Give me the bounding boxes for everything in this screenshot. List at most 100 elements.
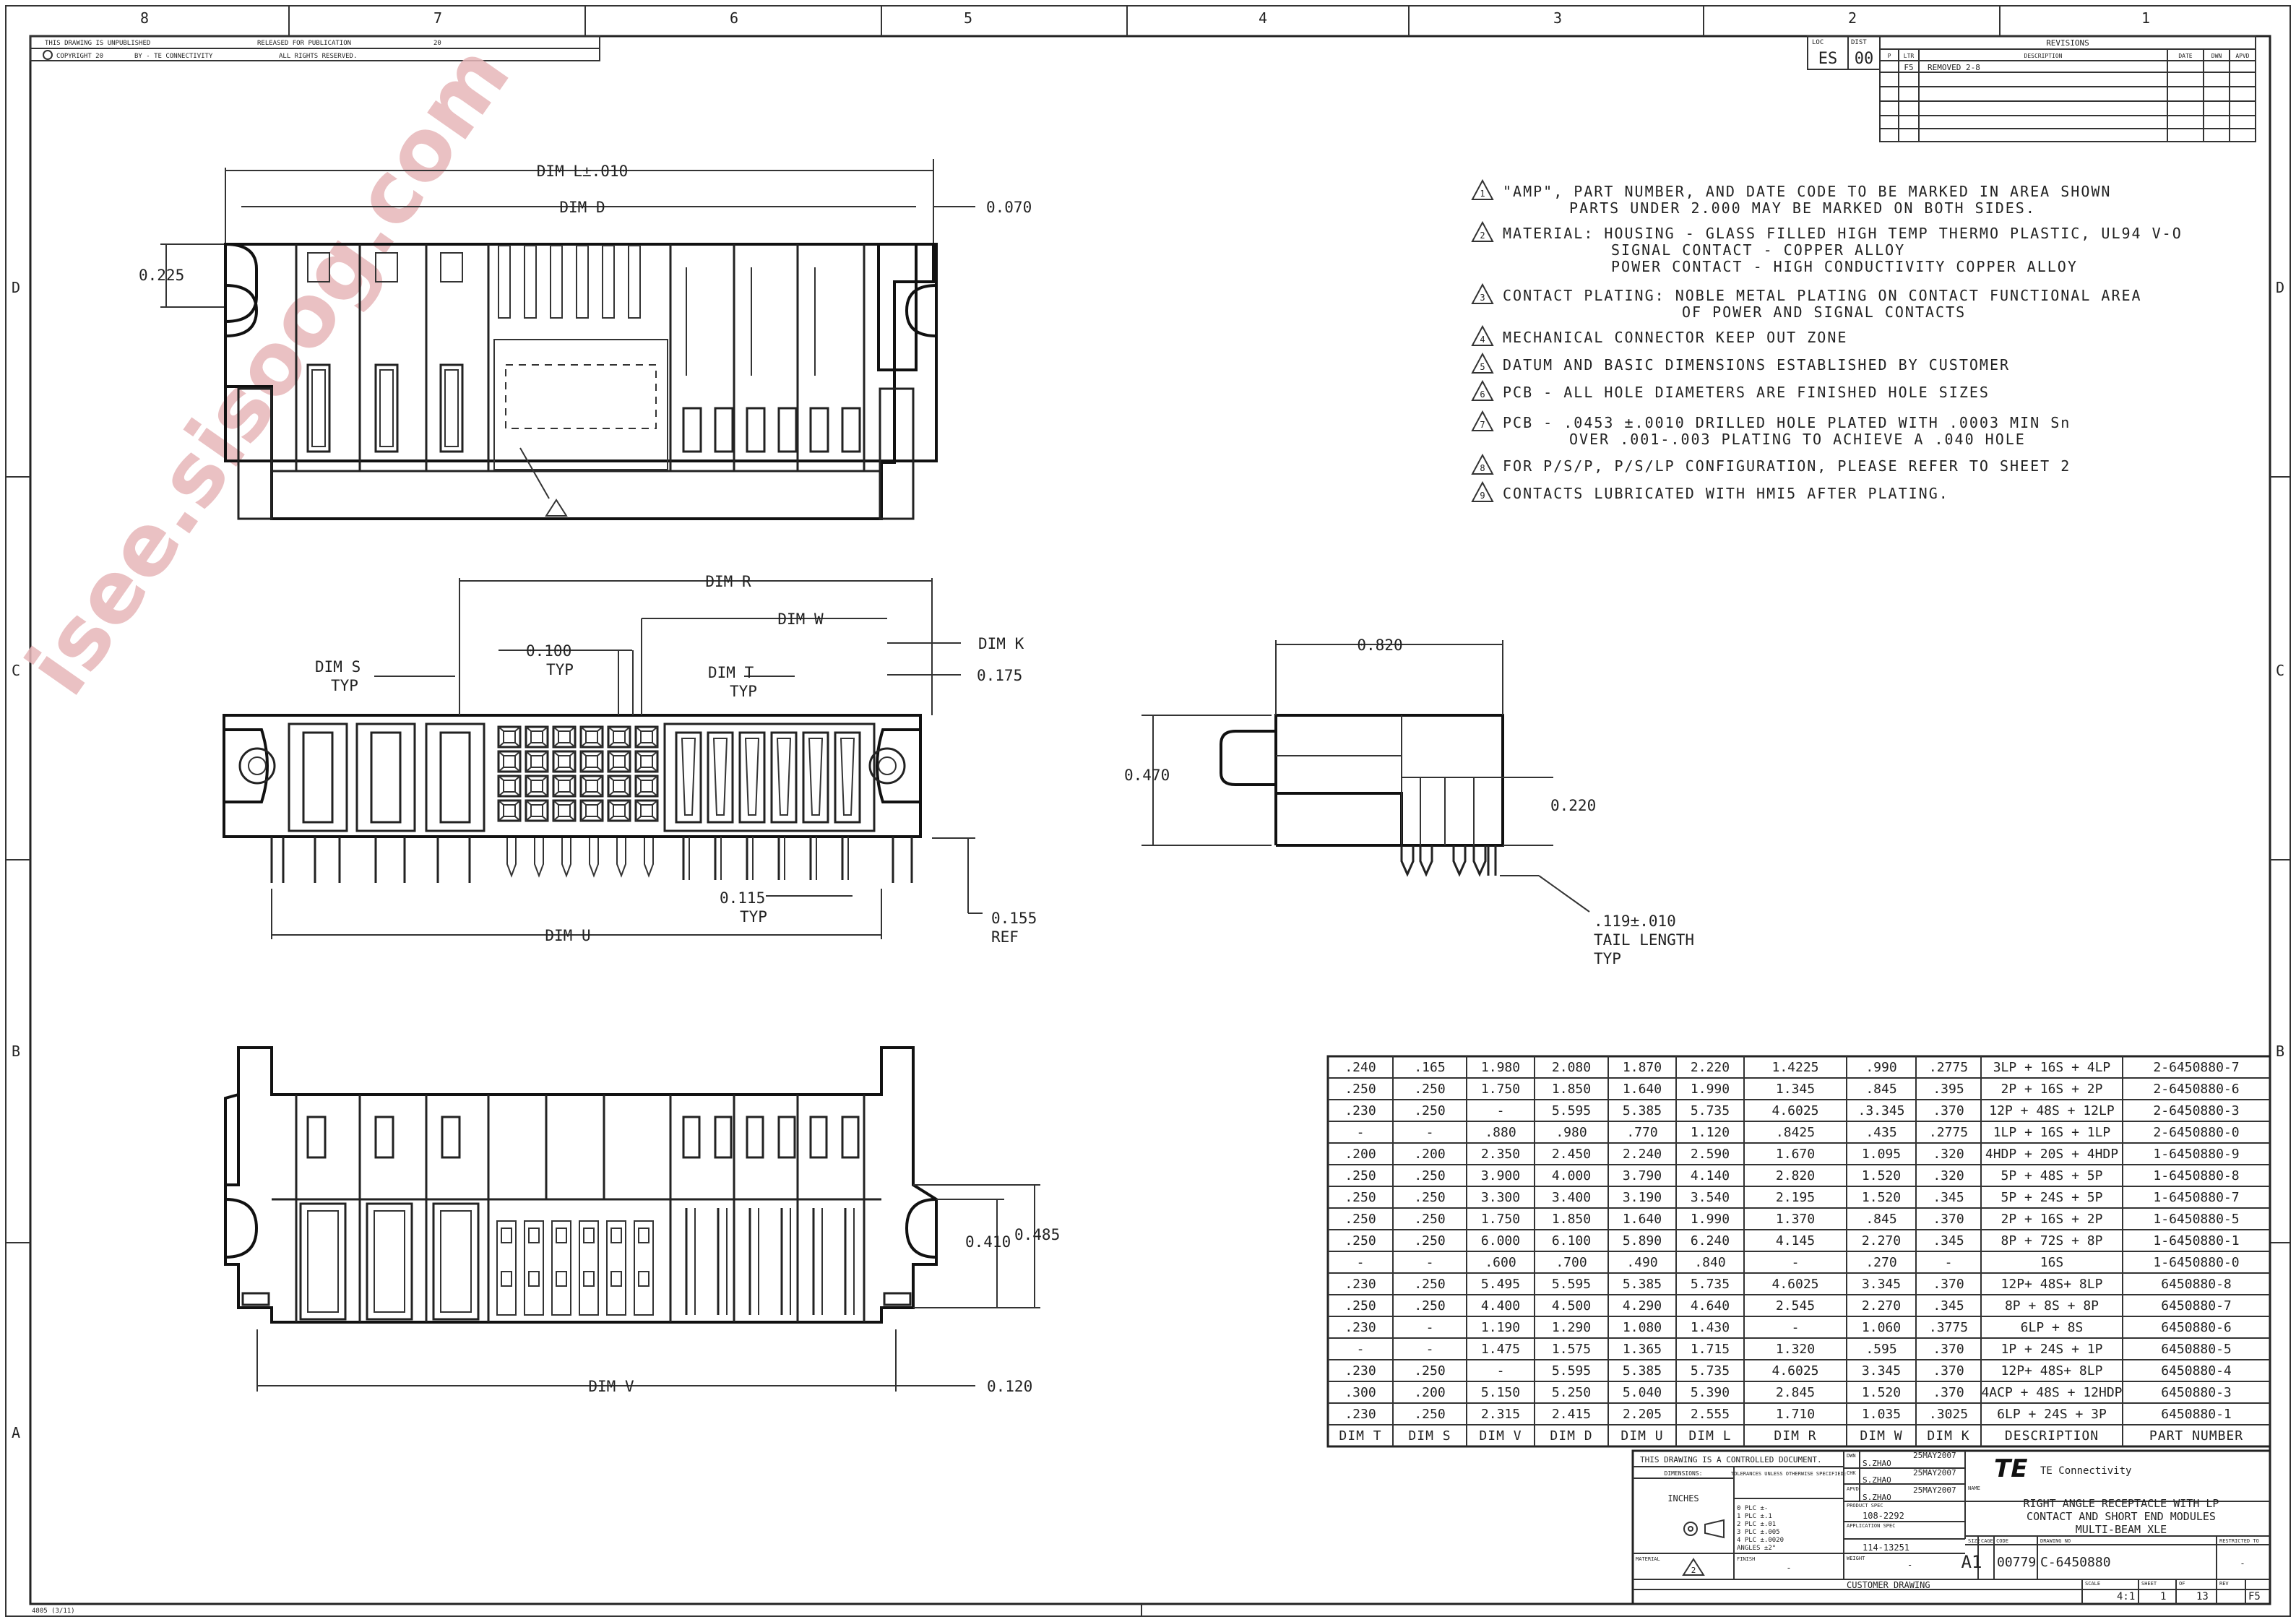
zone-7: 7 — [433, 9, 442, 27]
material-note-triangle-icon — [1682, 1558, 1705, 1576]
units: INCHES — [1667, 1493, 1699, 1504]
table-cell: 1.430 — [1691, 1320, 1730, 1335]
table-cell: .250 — [1345, 1212, 1376, 1227]
table-cell: 4.145 — [1776, 1233, 1815, 1248]
table-cell: 4HDP + 20S + 4HDP — [1985, 1147, 2118, 1162]
table-cell: .370 — [1933, 1385, 1964, 1400]
dim-s-typ: TYP — [331, 677, 358, 694]
dim-485-label: 0.485 — [1014, 1226, 1060, 1243]
notes-block: 1"AMP", PART NUMBER, AND DATE CODE TO BE… — [1471, 178, 2181, 502]
of-num: 13 — [2196, 1591, 2209, 1602]
table-cell: 2.270 — [1862, 1298, 1901, 1313]
table-cell: 1.4225 — [1771, 1060, 1818, 1075]
note-2-triangle-icon — [1471, 220, 1494, 242]
table-cell: 1.870 — [1623, 1060, 1662, 1075]
table-cell: 1.060 — [1862, 1320, 1901, 1335]
table-cell: - — [1426, 1125, 1434, 1140]
table-cell: .3025 — [1929, 1407, 1968, 1422]
table-cell: 2-6450880-7 — [2153, 1060, 2239, 1075]
zone-d-left: D — [12, 279, 20, 296]
table-cell: 1-6450880-0 — [2153, 1255, 2239, 1270]
note-2-line-3: POWER CONTACT - HIGH CONDUCTIVITY COPPER… — [1611, 258, 2078, 275]
table-cell: 5.735 — [1691, 1363, 1730, 1379]
rev-desc: REMOVED 2-8 — [1928, 63, 1980, 72]
table-cell: 6.240 — [1691, 1233, 1730, 1248]
table-cell: 1-6450880-1 — [2153, 1233, 2239, 1248]
table-cell: 2.415 — [1552, 1407, 1591, 1422]
table-cell: 1.120 — [1691, 1125, 1730, 1140]
title-block: THIS DRAWING IS A CONTROLLED DOCUMENT. D… — [1631, 1449, 2271, 1605]
note-7-line-2: OVER .001-.003 PLATING TO ACHIEVE A .040… — [1569, 431, 2026, 448]
dim-115-typ: TYP — [740, 908, 767, 926]
note-5-triangle-icon — [1471, 352, 1494, 374]
table-cell: 4.290 — [1623, 1298, 1662, 1313]
table-cell: 6.000 — [1481, 1233, 1520, 1248]
table-cell: 3.190 — [1623, 1190, 1662, 1205]
table-cell: .345 — [1933, 1233, 1964, 1248]
table-cell: .880 — [1485, 1125, 1516, 1140]
table-cell: - — [1945, 1255, 1953, 1270]
rev-col-ltr: LTR — [1904, 53, 1915, 59]
header-line1: THIS DRAWING IS UNPUBLISHED — [45, 40, 150, 47]
dim-115-label: 0.115 — [720, 889, 765, 907]
name-label: NAME — [1968, 1485, 1980, 1491]
table-cell: .250 — [1345, 1298, 1376, 1313]
chk-name: S.ZHAO — [1863, 1475, 1891, 1485]
te-logo: TE — [1994, 1454, 2027, 1483]
rev-col-dwn: DWN — [2211, 53, 2222, 59]
table-cell: 1.520 — [1862, 1168, 1901, 1183]
table-cell: .250 — [1345, 1233, 1376, 1248]
table-cell: 3.540 — [1691, 1190, 1730, 1205]
table-cell: 6450880-1 — [2161, 1407, 2232, 1422]
dim-k-label: DIM K — [978, 635, 1024, 652]
table-cell: .270 — [1865, 1255, 1896, 1270]
note-3-line-2: OF POWER AND SIGNAL CONTACTS — [1682, 303, 1966, 321]
zone-1: 1 — [2141, 9, 2150, 27]
table-cell: .320 — [1933, 1168, 1964, 1183]
finish-value: - — [1786, 1563, 1791, 1573]
table-cell: 3.345 — [1862, 1363, 1901, 1379]
view-bottom-dims: 0.410 0.485 DIM V 0.120 — [256, 1184, 1060, 1395]
company-name: TE Connectivity — [2040, 1465, 2131, 1477]
table-cell: 4.6025 — [1771, 1277, 1818, 1292]
table-cell: 1.035 — [1862, 1407, 1901, 1422]
table-cell: 2.270 — [1862, 1233, 1901, 1248]
table-cell: 1.095 — [1862, 1147, 1901, 1162]
dwn-label: DWN — [1847, 1453, 1856, 1459]
header-line2c: ALL RIGHTS RESERVED. — [279, 53, 357, 60]
table-cell: 5.595 — [1552, 1363, 1591, 1379]
table-cell: 5.495 — [1481, 1277, 1520, 1292]
table-cell: .250 — [1414, 1298, 1445, 1313]
table-cell: .370 — [1933, 1342, 1964, 1357]
table-cell: 1.345 — [1776, 1082, 1815, 1097]
table-cell: 2.450 — [1552, 1147, 1591, 1162]
table-cell: 6450880-8 — [2161, 1277, 2232, 1292]
dim-t-typ: TYP — [730, 683, 757, 700]
table-cell: .230 — [1345, 1407, 1376, 1422]
dist-label: DIST — [1851, 39, 1867, 46]
view-front-dims: DIM R DIM W DIM K 0.175 0.100 TYP DIM S … — [271, 573, 1037, 946]
table-cell: 1.750 — [1481, 1212, 1520, 1227]
table-cell: .980 — [1555, 1125, 1587, 1140]
table-cell: .990 — [1865, 1060, 1896, 1075]
form-code: 4805 (3/11) — [32, 1608, 75, 1615]
marking-triangle-icon — [545, 499, 568, 517]
table-cell: 4.6025 — [1771, 1363, 1818, 1379]
tolerance-4: 4 PLC ±.0020 — [1737, 1537, 1784, 1544]
loc-label: LOC — [1812, 39, 1824, 46]
table-cell: .230 — [1345, 1277, 1376, 1292]
note-4-number: 4 — [1480, 335, 1485, 345]
table-cell: 1.990 — [1691, 1082, 1730, 1097]
dim-d-label: DIM D — [559, 199, 605, 216]
note-5-number: 5 — [1480, 362, 1485, 372]
table-cell: 6450880-3 — [2161, 1385, 2232, 1400]
table-cell: 1.365 — [1623, 1342, 1662, 1357]
loc-value: ES — [1818, 50, 1838, 68]
table-cell: .300 — [1345, 1385, 1376, 1400]
tolerance-0: 0 PLC ±- — [1737, 1505, 1768, 1512]
table-cell: 6LP + 8S — [2021, 1320, 2084, 1335]
table-cell: .250 — [1414, 1407, 1445, 1422]
drawing-no: C-6450880 — [2040, 1555, 2111, 1570]
table-cell: .345 — [1933, 1298, 1964, 1313]
zone-c-right: C — [2276, 662, 2284, 679]
